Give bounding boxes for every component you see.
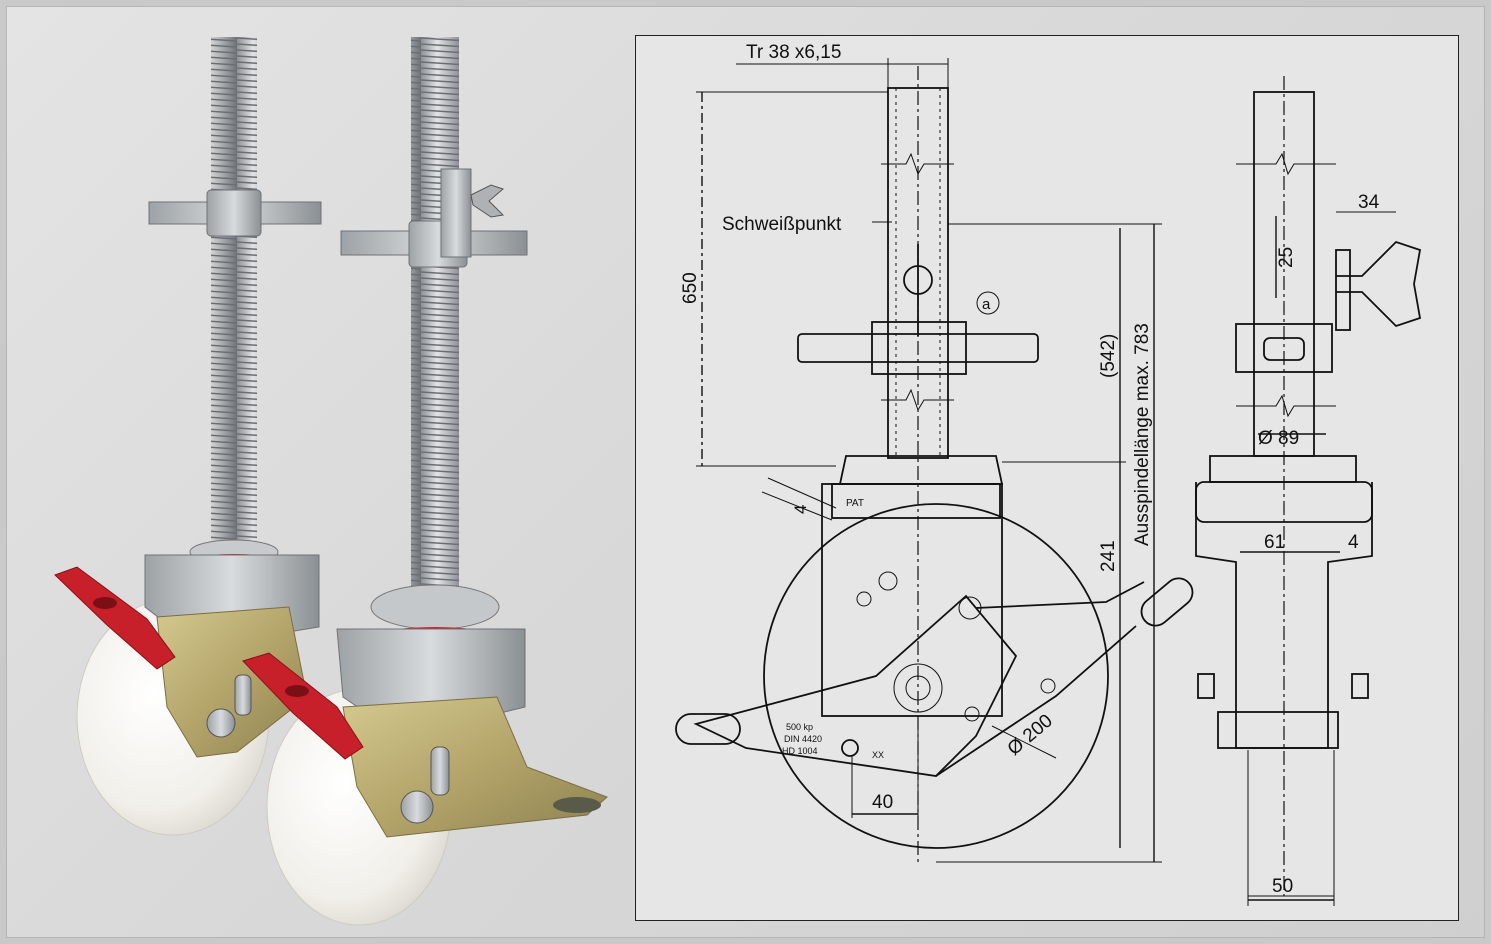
plate-line-1: 500 kp [786, 722, 813, 732]
thread-label: Tr 38 x6,15 [746, 42, 841, 63]
plate-mark: XX [872, 750, 884, 760]
technical-drawing: Tr 38 x6,15 Schweißpunkt 650 (542) Aussp… [635, 35, 1459, 921]
dim-241: 241 [1098, 540, 1119, 572]
pat-mark: PAT [846, 498, 864, 509]
front-view [675, 58, 1194, 866]
dim-25: 25 [1276, 247, 1297, 268]
plate-line-2: DIN 4420 [784, 734, 822, 744]
product-panel: Tr 38 x6,15 Schweißpunkt 650 (542) Aussp… [6, 6, 1485, 938]
plate-line-3: HD 1004 [782, 746, 818, 756]
castor-right [242, 37, 608, 926]
castor-left [54, 37, 322, 836]
dim-40: 40 [872, 792, 893, 813]
dim-542: (542) [1098, 334, 1119, 378]
side-view [1195, 76, 1422, 906]
dim-61: 61 [1264, 532, 1285, 553]
drawing-canvas: Tr 38 x6,15 Schweißpunkt 650 (542) Aussp… [675, 42, 1422, 906]
dim-4-left: 4 [791, 505, 810, 514]
dim-50: 50 [1272, 876, 1293, 897]
castor-photo [54, 37, 608, 926]
marker-a: a [982, 296, 991, 313]
dim-4-right: 4 [1348, 532, 1359, 553]
spindle-length-label: Ausspindellänge max. 783 [1132, 323, 1153, 546]
diameter-200: Ø 200 [1004, 710, 1057, 759]
dim-34: 34 [1358, 192, 1380, 213]
diameter-89: Ø 89 [1258, 428, 1299, 449]
weld-point-label: Schweißpunkt [722, 214, 842, 235]
dim-650: 650 [680, 272, 701, 304]
